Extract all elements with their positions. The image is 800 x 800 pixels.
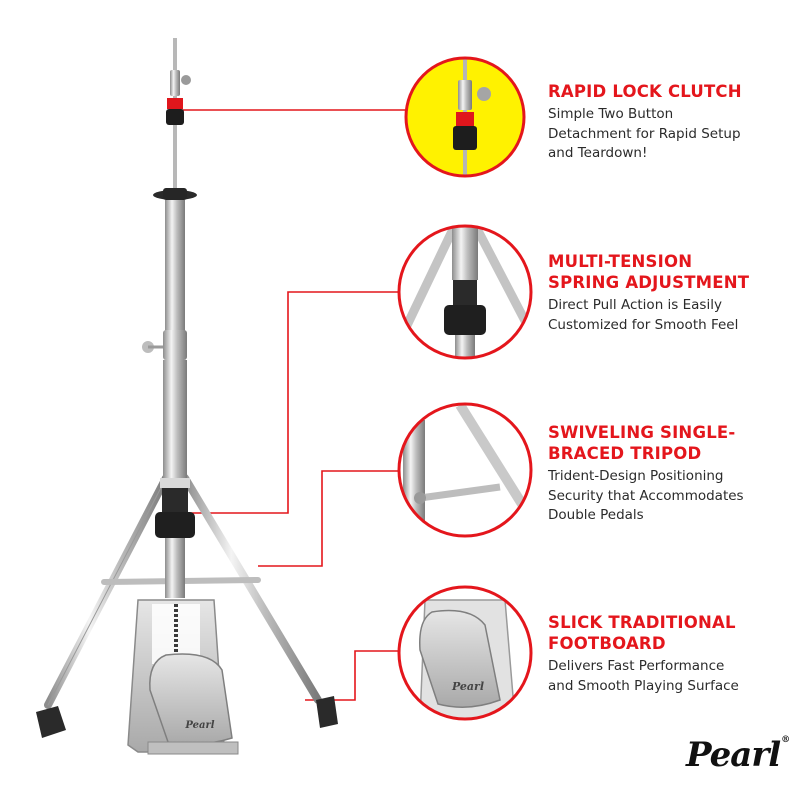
- feature-traditional-footboard: SLICK TRADITIONAL FOOTBOARD Delivers Fas…: [548, 612, 793, 696]
- feature-description: Trident-Design Positioning Security that…: [548, 468, 744, 523]
- callout-spring: [397, 224, 533, 360]
- feature-description: Simple Two Button Detachment for Rapid S…: [548, 106, 741, 161]
- feature-description: Delivers Fast Performance and Smooth Pla…: [548, 658, 739, 694]
- feature-swiveling-tripod: SWIVELING SINGLE- BRACED TRIPOD Trident-…: [548, 422, 793, 526]
- feature-title: RAPID LOCK CLUTCH: [548, 82, 742, 101]
- pearl-logo: Pearl®: [686, 735, 790, 775]
- callout-clutch: [404, 56, 526, 178]
- registered-mark: ®: [781, 735, 790, 745]
- feature-title: SLICK TRADITIONAL FOOTBOARD: [548, 613, 736, 653]
- callout-footboard: Pearl: [397, 585, 533, 721]
- footboard-brand: Pearl: [184, 720, 214, 731]
- connector-footboard: [305, 650, 398, 701]
- feature-rapid-lock-clutch: RAPID LOCK CLUTCH Simple Two Button Deta…: [548, 81, 793, 164]
- foot-left: [36, 706, 66, 738]
- callout-tripod: [397, 402, 533, 538]
- tripod-legs: [44, 474, 322, 709]
- foot-right: [316, 696, 338, 728]
- hihat-stand: Pearl: [36, 38, 338, 755]
- connector-spring: [181, 291, 398, 514]
- connector-tripod: [258, 470, 398, 567]
- feature-multi-tension-spring: MULTI-TENSION SPRING ADJUSTMENT Direct P…: [548, 251, 793, 335]
- feature-title: SWIVELING SINGLE- BRACED TRIPOD: [548, 423, 736, 463]
- callout-footboard-brand: Pearl: [451, 680, 484, 693]
- feature-description: Direct Pull Action is Easily Customized …: [548, 297, 739, 333]
- feature-title: MULTI-TENSION SPRING ADJUSTMENT: [548, 252, 750, 292]
